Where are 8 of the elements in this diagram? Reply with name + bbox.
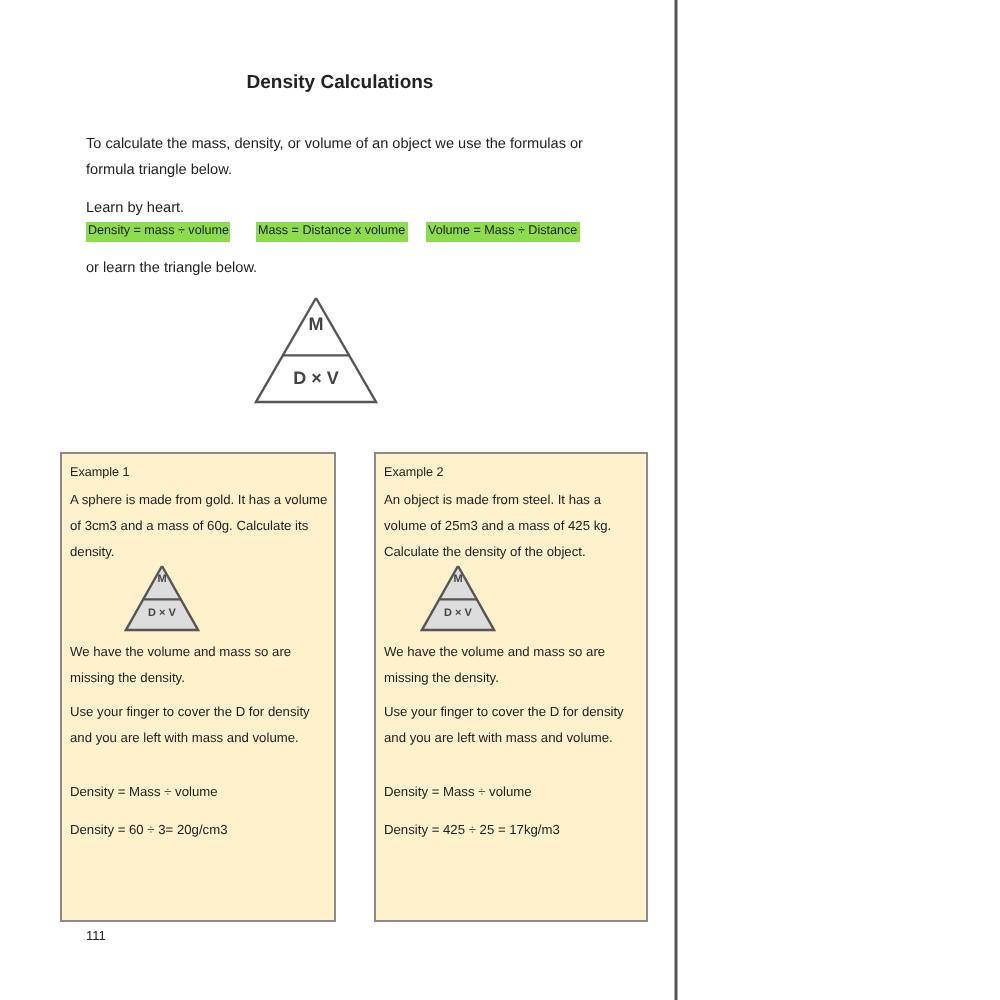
formula-triangle xyxy=(254,296,378,404)
page-title: Density Calculations xyxy=(244,72,436,94)
example-card xyxy=(374,452,648,922)
formula-triangle xyxy=(420,564,496,632)
triangle-letter: M xyxy=(306,314,326,337)
example-card xyxy=(60,452,336,922)
formula-triangle xyxy=(124,564,200,632)
triangle-letter: D × V xyxy=(291,368,341,391)
